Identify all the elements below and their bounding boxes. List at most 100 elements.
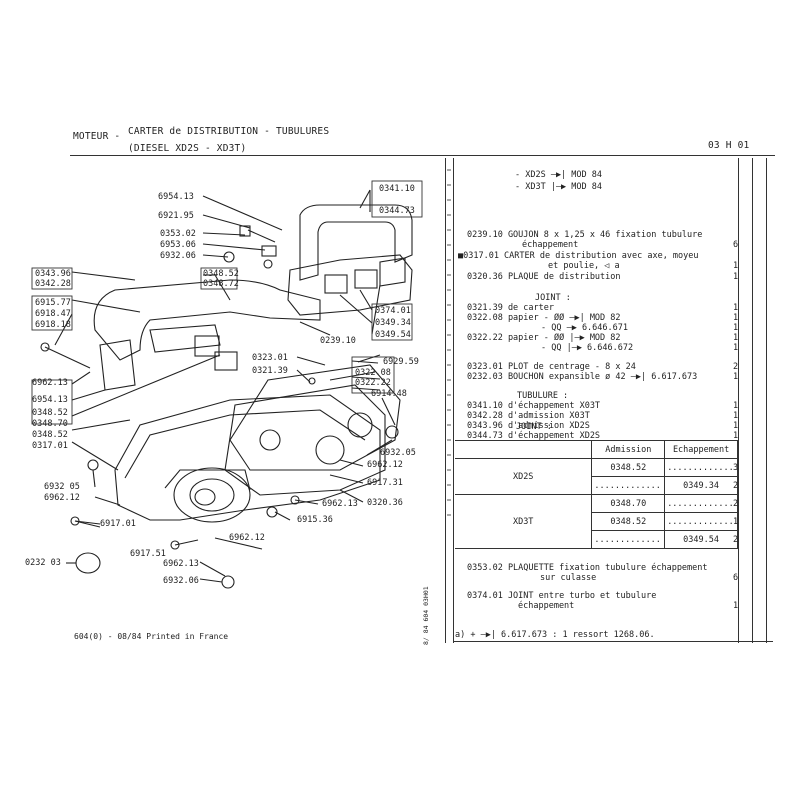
qty-0317-01: 1: [733, 261, 739, 271]
ref-6918-18: 6918.18: [35, 320, 71, 330]
page-subtitle: (DIESEL XD2S - XD3T): [128, 143, 247, 154]
part-0321-39: 0321.39 de carter: [467, 303, 554, 313]
qty-xd3t-adm-2: 1: [733, 517, 739, 527]
qty-0353-02: 6: [733, 573, 739, 583]
ref-0348-72: 0348.72: [203, 279, 239, 289]
ref-6932-06: 6932.06: [160, 251, 196, 261]
bottom-rule: [453, 641, 773, 642]
part-0341-10: 0341.10 d'échappement X03T: [467, 401, 601, 411]
page-title: CARTER de DISTRIBUTION - TUBULURES: [128, 126, 330, 137]
ref-6915-77: 6915.77: [35, 298, 71, 308]
ref-0320-36: 0320.36: [367, 498, 403, 508]
ref-0232-03: 0232 03: [25, 558, 61, 568]
ref-0342-28: 0342.28: [35, 279, 71, 289]
ref-0343-96: 0343.96: [35, 269, 71, 279]
col-echappement: Echappement: [664, 440, 738, 459]
ref-0317-01: 0317.01: [32, 441, 68, 451]
gasket-0349-54: [354, 269, 378, 289]
timing-case-0317-01: [114, 394, 381, 521]
joint-table: Admission Echappement XD2S 0348.52 .....…: [455, 440, 738, 549]
qty-0320-36: 1: [733, 272, 739, 282]
ref-6918-47: 6918.47: [35, 309, 71, 319]
ref-6962-13-b: 6962.13: [322, 499, 358, 509]
joint-heading: JOINT :: [535, 293, 571, 303]
exhaust-flange: [287, 254, 413, 316]
ref-0374-01: 0374.01: [375, 306, 411, 316]
ref-6962-13-c: 6962.13: [163, 559, 199, 569]
intake-manifold: [93, 279, 321, 361]
ref-0323-01: 0323.01: [252, 353, 288, 363]
cell-xd2s-ech: 0349.34: [664, 476, 738, 495]
qty-0322-22-b: 1: [733, 343, 739, 353]
column-divider-left: [445, 158, 446, 643]
joint-table-heading: JOINT :: [516, 422, 552, 432]
part-0342-28: 0342.28 d'admission X03T: [467, 411, 590, 421]
qty-xd2s-ech: 2: [733, 481, 739, 491]
ref-0344-73: 0344.73: [379, 206, 415, 216]
row-xd2s: XD2S: [455, 458, 593, 495]
cell-xd3t-adm-1: 0348.70: [591, 494, 666, 513]
qty-0374-01: 1: [733, 601, 739, 611]
col-admission: Admission: [591, 440, 666, 459]
ref-0348-70: 0348.70: [32, 419, 68, 429]
ref-6954-13-b: 6954.13: [32, 395, 68, 405]
ref-6932-06-b: 6932.06: [163, 576, 199, 586]
ref-6962-13: 6962.13: [32, 378, 68, 388]
cell-xd3t-adm-2: 0348.52: [591, 512, 666, 531]
print-footer: 604(0) - 08/84 Printed in France: [74, 632, 229, 641]
part-0317-01: ■0317.01 CARTER de distribution avec axe…: [458, 251, 699, 261]
column-divider-right-1: [752, 158, 753, 643]
column-divider-right-2: [766, 158, 767, 643]
page-code: 03 H 01: [708, 140, 750, 151]
cell-xd3t-ech: 0349.54: [664, 530, 738, 549]
part-0232-03: 0232.03 BOUCHON expansible ø 42 —▶| 6.61…: [467, 372, 698, 382]
side-code: 8/ 84 604 03H01: [422, 586, 430, 645]
ref-6953-06: 6953.06: [160, 240, 196, 250]
qty-0323-01: 2: [733, 362, 739, 372]
ref-0322-22: 0322.22: [355, 378, 391, 388]
ref-6915-36: 6915.36: [297, 515, 333, 525]
qty-0322-08-b: 1: [733, 323, 739, 333]
ref-6962-12-c: 6962.12: [229, 533, 265, 543]
part-0374-01: 0374.01 JOINT entre turbo et tubulure: [467, 591, 657, 601]
column-divider-qty: [738, 158, 739, 643]
ref-0348-52: 0348.52: [203, 269, 239, 279]
qty-0342-28: 1: [733, 411, 739, 421]
part-0322-08: 0322.08 papier - ØØ —▶| MOD 82: [467, 313, 621, 323]
ref-6932-05-b: 6932 05: [44, 482, 80, 492]
exhaust-manifold-xd3t: [299, 204, 413, 281]
ref-0321-39: 0321.39: [252, 366, 288, 376]
ref-6962-12-b: 6962.12: [44, 493, 80, 503]
ref-0341-10: 0341.10: [379, 184, 415, 194]
ref-0322-08: 0322.08: [355, 368, 391, 378]
ref-6962-12: 6962.12: [367, 460, 403, 470]
qty-0341-10: 1: [733, 401, 739, 411]
part-0322-08-b: - QQ —▶ 6.646.671: [541, 323, 628, 333]
ref-0349-34: 0349.34: [375, 318, 411, 328]
qty-0343-96: 1: [733, 421, 739, 431]
qty-0344-73: 1: [733, 431, 739, 441]
qty-0321-39: 1: [733, 303, 739, 313]
part-0322-22-b: - QQ |—▶ 6.646.672: [541, 343, 634, 353]
cell-xd2s-adm: 0348.52: [591, 458, 666, 477]
part-0353-02-desc: sur culasse: [540, 573, 597, 583]
ref-6921-95: 6921.95: [158, 211, 194, 221]
pulley: [173, 467, 251, 523]
ref-6917-01: 6917.01: [100, 519, 136, 529]
column-divider-left-2: [453, 158, 454, 643]
ref-6954-13: 6954.13: [158, 192, 194, 202]
ref-0239-10: 0239.10: [320, 336, 356, 346]
ref-0348-52-b: 0348.52: [32, 408, 68, 418]
part-0239-10: 0239.10 GOUJON 8 x 1,25 x 46 fixation tu…: [467, 230, 703, 240]
section-label: MOTEUR -: [73, 131, 121, 142]
ref-6929-59: 6929.59: [383, 357, 419, 367]
ref-6932-05: 6932.05: [380, 448, 416, 458]
part-0239-10-desc: échappement: [522, 240, 579, 250]
qty-xd2s-adm: 3: [733, 463, 739, 473]
qty-0322-08: 1: [733, 313, 739, 323]
ref-0353-02: 0353.02: [160, 229, 196, 239]
ref-0348-52-c: 0348.52: [32, 430, 68, 440]
qty-xd3t-adm-1: 2: [733, 499, 739, 509]
part-0317-01-desc: et poulie, ◁ a: [548, 261, 620, 271]
